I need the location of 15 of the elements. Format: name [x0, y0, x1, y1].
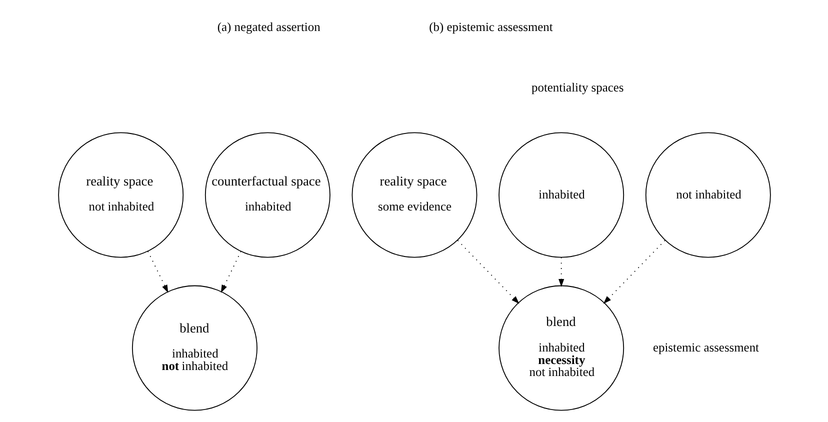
label: (a) negated assertion — [216, 20, 320, 34]
arrow — [146, 250, 168, 293]
node-label: epistemic assessment — [652, 340, 759, 354]
label: (b) epistemic assessment — [428, 20, 552, 34]
node-circle: not inhabited — [644, 132, 770, 258]
label: potentiality spaces — [531, 80, 624, 94]
node-circle: blend inhabited necessity not inhabited — [498, 285, 624, 411]
node-circle: reality space not inhabited — [58, 132, 184, 258]
node-circle: inhabited — [498, 132, 624, 258]
arrow — [558, 256, 564, 288]
arrow — [220, 250, 241, 293]
arrow — [456, 240, 519, 304]
node-circle: reality space some evidence — [351, 132, 477, 258]
node-circle: counterfactual space inhabited — [204, 132, 330, 258]
arrow — [602, 240, 665, 304]
